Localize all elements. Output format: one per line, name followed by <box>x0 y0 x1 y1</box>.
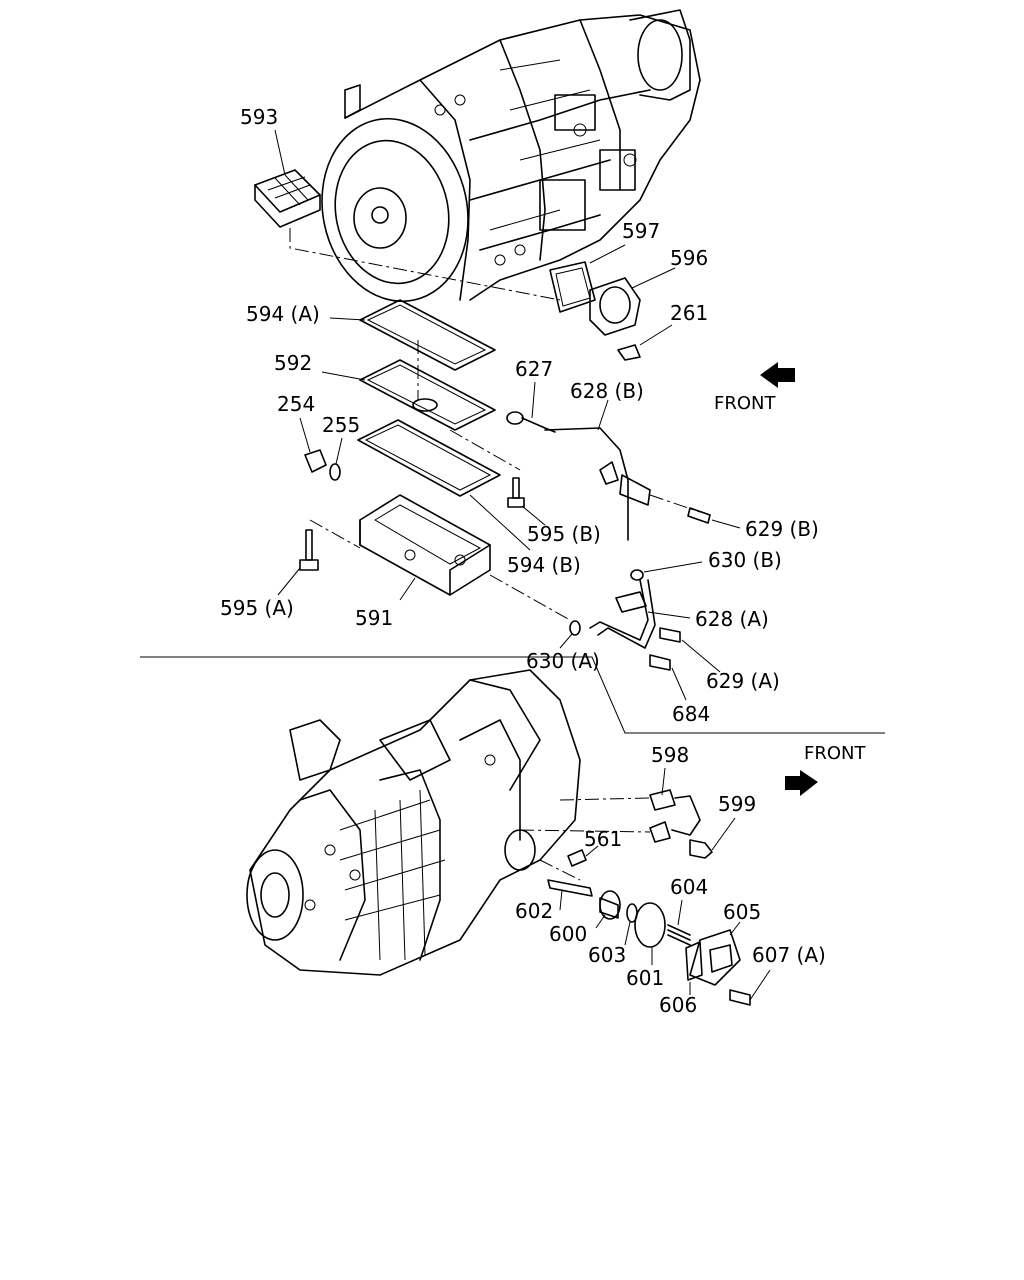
part-597-596-cover <box>549 244 676 361</box>
label-600: 600 <box>549 922 587 946</box>
arrow-right-icon <box>785 770 818 796</box>
part-628A-tube <box>559 579 721 701</box>
label-255: 255 <box>322 413 360 437</box>
label-597: 597 <box>622 219 660 243</box>
label-594A: 594 (A) <box>246 302 320 326</box>
front-label-upper: FRONT <box>714 393 776 414</box>
label-591: 591 <box>355 606 393 630</box>
label-595B: 595 (B) <box>527 522 601 546</box>
part-627-628B-tube <box>506 381 741 581</box>
label-606: 606 <box>659 993 697 1017</box>
part-254-255-plug <box>299 417 343 481</box>
part-602-607-group <box>547 879 771 1006</box>
label-630A: 630 (A) <box>526 649 600 673</box>
label-593: 593 <box>240 105 278 129</box>
label-628B: 628 (B) <box>570 379 644 403</box>
front-arrow-upper <box>760 362 795 388</box>
front-arrow-lower <box>785 770 818 796</box>
front-label-lower: FRONT <box>804 743 866 764</box>
label-684: 684 <box>672 702 710 726</box>
part-591-oil-pan <box>359 494 571 621</box>
arrow-left-icon <box>760 362 795 388</box>
label-607A: 607 (A) <box>752 943 826 967</box>
label-596: 596 <box>670 246 708 270</box>
label-605: 605 <box>723 900 761 924</box>
part-594B-gasket <box>357 419 531 551</box>
label-604: 604 <box>670 875 708 899</box>
label-594B: 594 (B) <box>507 553 581 577</box>
label-630B: 630 (B) <box>708 548 782 572</box>
part-595A-bolt <box>277 519 361 596</box>
labels: FRONT FRONT 593 597 596 594 (A) 261 592 … <box>220 105 866 1017</box>
label-629B: 629 (B) <box>745 517 819 541</box>
label-627: 627 <box>515 357 553 381</box>
label-595A: 595 (A) <box>220 596 294 620</box>
lower-transmission-assembly <box>246 669 581 976</box>
part-594A-gasket <box>329 299 496 371</box>
part-593-strainer <box>254 129 561 301</box>
part-598-599-switch <box>519 767 736 859</box>
label-592: 592 <box>274 351 312 375</box>
label-603: 603 <box>588 943 626 967</box>
label-261: 261 <box>670 301 708 325</box>
section-divider <box>140 656 885 734</box>
label-598: 598 <box>651 743 689 767</box>
part-592-plate <box>321 340 496 431</box>
label-561: 561 <box>584 827 622 851</box>
label-629A: 629 (A) <box>706 669 780 693</box>
label-599: 599 <box>718 792 756 816</box>
label-601: 601 <box>626 966 664 990</box>
label-254: 254 <box>277 392 315 416</box>
label-628A: 628 (A) <box>695 607 769 631</box>
part-595B-bolt <box>507 477 546 526</box>
label-602: 602 <box>515 899 553 923</box>
upper-transmission-assembly <box>321 9 701 303</box>
part-561 <box>567 845 599 867</box>
